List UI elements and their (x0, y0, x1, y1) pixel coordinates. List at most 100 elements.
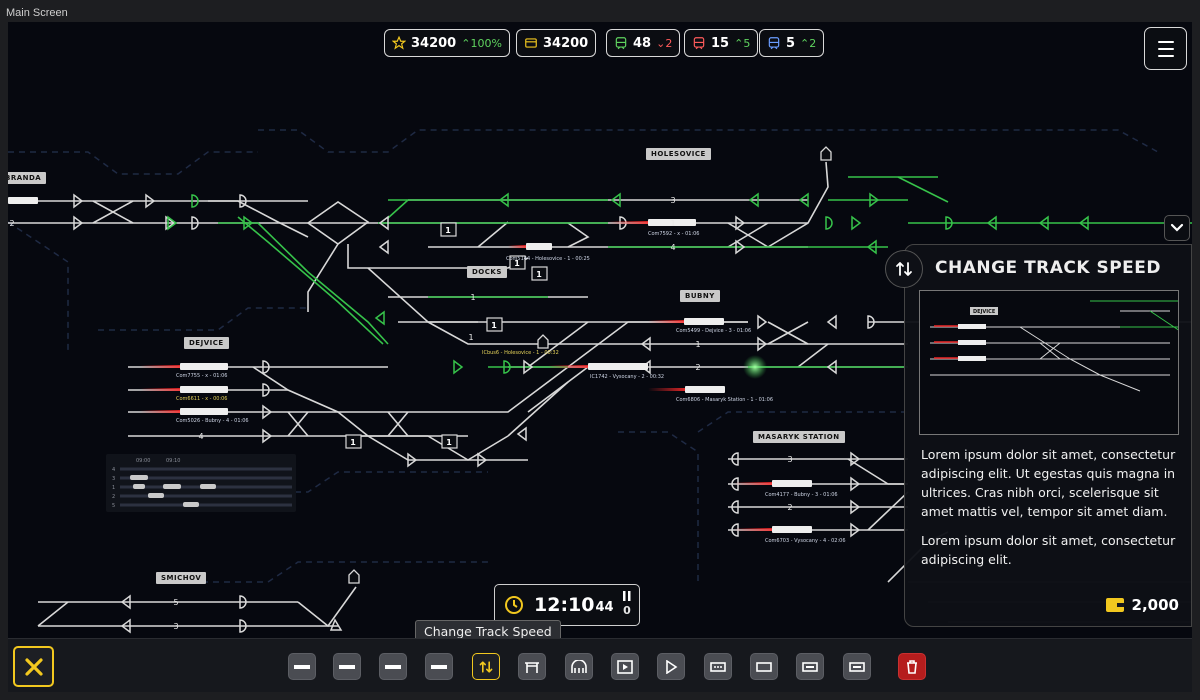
station-label-smichov[interactable]: SMICHOV (156, 572, 207, 584)
svg-text:Com7592 - x - 01:06: Com7592 - x - 01:06 (648, 231, 699, 237)
rating-delta: ⌃100% (461, 36, 502, 50)
window-title: Main Screen (6, 7, 68, 19)
blue-trains-value: 5 (786, 35, 796, 51)
tool-station-block-2[interactable] (843, 653, 871, 680)
svg-text:Com7755 - x - 01:06: Com7755 - x - 01:06 (176, 373, 227, 379)
svg-text:3: 3 (112, 476, 115, 482)
station-label-bubny[interactable]: BUBNY (680, 290, 720, 302)
money-counter[interactable]: 34200 (516, 29, 597, 57)
tool-change-track-speed[interactable] (472, 653, 500, 680)
red-trains-counter[interactable]: 15 ⌃5 (684, 29, 759, 57)
svg-text:2: 2 (112, 494, 115, 500)
clock-icon (505, 596, 523, 614)
tool-track-straight-2[interactable] (333, 653, 361, 680)
tool-bridge[interactable] (704, 653, 732, 680)
active-tracks[interactable] (218, 176, 1192, 368)
svg-text:1: 1 (470, 293, 475, 302)
clock-seconds: 44 (595, 600, 614, 615)
svg-text:1: 1 (445, 226, 451, 235)
tool-track-straight-4[interactable] (425, 653, 453, 680)
svg-text:ICbus6 - Holesovice - 1 - 00:3: ICbus6 - Holesovice - 1 - 00:32 (482, 350, 559, 356)
rail-map[interactable]: 1 1 1 1 1 1 3 1 4 1 1 1 2 4 3 2 5 3 2 (8, 22, 1192, 638)
svg-text:3: 3 (787, 455, 792, 464)
clock-time: 12:10 (534, 594, 595, 616)
station-label-branda[interactable]: BRANDA (8, 172, 47, 184)
tooltip: Change Track Speed (415, 620, 561, 643)
tool-signal[interactable] (657, 653, 685, 680)
red-trains-delta: ⌃5 (734, 36, 751, 50)
panel-description-secondary: Lorem ipsum dolor sit amet, consectetur … (921, 533, 1176, 567)
tunnel-icon (571, 659, 587, 673)
svg-text:1: 1 (491, 321, 497, 330)
panel-preview: DEJVICE (919, 290, 1179, 435)
tool-tunnel[interactable] (565, 653, 593, 680)
station-label-docks[interactable]: DOCKS (467, 266, 507, 278)
bridge-icon (710, 661, 726, 672)
menu-button[interactable] (1144, 27, 1187, 70)
tool-track-straight-3[interactable] (379, 653, 407, 680)
platform-icon (525, 661, 539, 673)
pause-icon (623, 591, 631, 601)
signal-icon (666, 659, 678, 674)
tool-platform[interactable] (518, 653, 546, 680)
svg-text:Com6703 - Vysocany - 4 - 02:06: Com6703 - Vysocany - 4 - 02:06 (765, 538, 846, 544)
svg-text:Com6611 - x - 00:06: Com6611 - x - 00:06 (176, 396, 227, 402)
svg-text:1: 1 (112, 485, 115, 491)
track-icon (431, 664, 447, 669)
green-trains-counter[interactable]: 48 ⌄2 (606, 29, 681, 57)
svg-text:3: 3 (670, 196, 675, 205)
collapse-panel-button[interactable] (1164, 215, 1190, 241)
blue-trains-delta: ⌃2 (800, 36, 817, 50)
active-train-glow (743, 355, 767, 379)
svg-text:09:10: 09:10 (166, 458, 180, 464)
close-button[interactable] (13, 646, 54, 687)
svg-text:09:00: 09:00 (136, 458, 150, 464)
svg-text:2: 2 (787, 503, 792, 512)
rating-counter[interactable]: 34200 ⌃100% (384, 29, 510, 57)
svg-text:1: 1 (695, 340, 700, 349)
station-label-holesovice[interactable]: HOLESOVICE (646, 148, 711, 160)
track-icon (294, 664, 310, 669)
panel-cost: 2,000 (1105, 596, 1179, 614)
station-label-dejvice[interactable]: DEJVICE (184, 337, 229, 349)
close-icon (24, 657, 43, 676)
red-trains-value: 15 (711, 35, 730, 51)
depot-icons[interactable] (348, 146, 832, 584)
preview-map: DEJVICE (930, 300, 1178, 392)
trains[interactable] (8, 197, 812, 533)
game-clock[interactable]: 12:10 44 0 (494, 584, 640, 626)
tool-delete[interactable] (898, 653, 926, 680)
svg-text:1: 1 (468, 333, 473, 342)
pause-button[interactable]: 0 (623, 591, 631, 617)
toolbar (8, 638, 1192, 692)
tool-signal-block[interactable] (611, 653, 639, 680)
svg-text:4: 4 (198, 432, 203, 441)
timetable-widget[interactable]: 09:00 09:10 4 3 1 2 5 (106, 454, 296, 512)
wallet-icon (525, 38, 537, 48)
tool-track-straight-1[interactable] (288, 653, 316, 680)
block-counters[interactable] (345, 222, 548, 449)
svg-text:1: 1 (350, 438, 356, 447)
svg-text:4: 4 (112, 467, 115, 473)
tool-station-block[interactable] (796, 653, 824, 680)
station-block-icon (802, 661, 818, 672)
green-signals[interactable] (167, 192, 1089, 375)
rating-value: 34200 (411, 35, 457, 51)
svg-text:Com6806 - Masaryk Station - 1: Com6806 - Masaryk Station - 1 - 01:06 (676, 397, 773, 403)
svg-text:1: 1 (514, 259, 520, 268)
svg-text:2: 2 (9, 219, 14, 228)
station-label-masaryk-station[interactable]: MASARYK STATION (753, 431, 845, 443)
svg-text:Com5499 - Dejvice - 3 - 01:06: Com5499 - Dejvice - 3 - 01:06 (676, 328, 751, 334)
green-trains-value: 48 (633, 35, 652, 51)
info-panel: CHANGE TRACK SPEED (904, 244, 1192, 627)
star-icon (392, 36, 406, 50)
blue-trains-counter[interactable]: 5 ⌃2 (759, 29, 825, 57)
track-icon (339, 664, 355, 669)
game-viewport[interactable]: 1 1 1 1 1 1 3 1 4 1 1 1 2 4 3 2 5 3 2 (8, 22, 1192, 692)
swap-vertical-icon (479, 660, 493, 673)
swap-vertical-icon (885, 250, 923, 288)
platform-short-icon (756, 661, 772, 672)
tool-platform-short[interactable] (750, 653, 778, 680)
speed-value: 0 (623, 604, 631, 617)
train-trails (140, 221, 772, 531)
